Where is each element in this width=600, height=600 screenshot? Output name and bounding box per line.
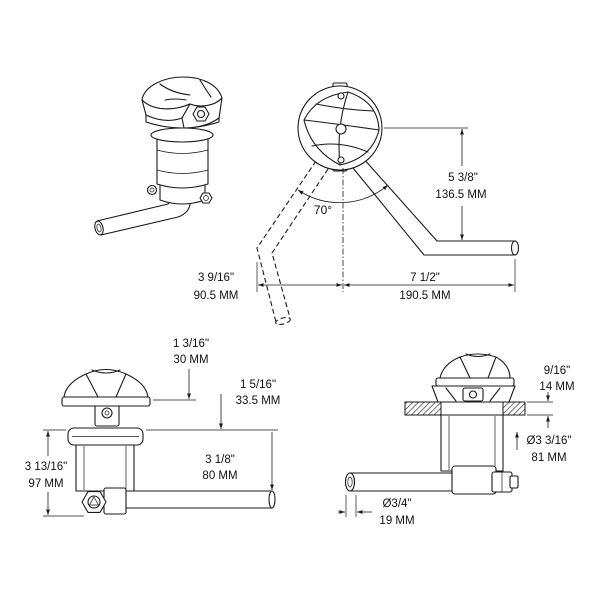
overall-dim-metric: 97 MM <box>28 478 63 490</box>
pipe-diameter-imperial: Ø3/4" <box>382 498 411 510</box>
outlet-dim-metric: 80 MM <box>202 470 237 482</box>
side-view: 1 3/16" 30 MM 1 5/16" 33.5 MM 3 1/8" 80 … <box>25 338 281 517</box>
top-view: 70° 5 3/8" 136.5 MM 3 9/16" 90.5 MM 7 1/… <box>194 82 520 326</box>
side-cap-flange <box>61 396 151 407</box>
iso-left-nut <box>146 184 158 196</box>
installed-view: 9/16" 14 MM Ø3 3/16" 81 MM Ø3/4" 19 MM <box>338 353 575 527</box>
cap-dim-metric: 30 MM <box>173 354 208 366</box>
top-right-pipe <box>352 157 520 256</box>
body-diameter-imperial: Ø3 3/16" <box>526 435 571 447</box>
installed-outlet-pipe <box>344 472 469 492</box>
iso-cap-top <box>141 76 223 110</box>
vertical-dim-imperial: 5 3/8" <box>448 172 478 184</box>
right-reach-metric: 190.5 MM <box>399 290 450 302</box>
collar-dim-metric: 33.5 MM <box>236 395 281 407</box>
side-cap-dome <box>63 368 149 398</box>
body-diameter-metric: 81 MM <box>531 452 566 464</box>
iso-cap-screw <box>196 109 206 119</box>
top-left-pipe-alternate <box>256 160 329 326</box>
angle-arc <box>297 184 389 203</box>
collar-dim-imperial: 1 5/16" <box>240 379 276 391</box>
right-reach-imperial: 7 1/2" <box>410 272 440 284</box>
left-reach-imperial: 3 9/16" <box>198 272 234 284</box>
side-outlet-pipe <box>109 490 276 509</box>
countertop-left <box>404 401 442 416</box>
pipe-diameter-metric: 19 MM <box>379 515 414 527</box>
iso-collar <box>150 127 214 143</box>
installed-cap-ring <box>435 377 515 387</box>
side-stem-screw <box>101 407 113 419</box>
vertical-dim-metric: 136.5 MM <box>435 189 486 201</box>
overall-dim-imperial: 3 13/16" <box>25 461 67 473</box>
installed-lower-hub <box>451 465 497 495</box>
installed-cap <box>439 353 511 379</box>
deck-dim-metric: 14 MM <box>539 381 574 393</box>
outlet-dim-imperial: 3 1/8" <box>205 454 235 466</box>
isometric-view <box>94 76 223 236</box>
side-lower-body <box>75 444 135 492</box>
countertop-right <box>502 401 526 416</box>
iso-right-nut <box>199 192 213 204</box>
installed-lower-body <box>440 414 504 472</box>
deck-dim-imperial: 9/16" <box>544 365 570 377</box>
side-outlet-block <box>103 487 127 515</box>
iso-body-cylinder <box>156 135 209 189</box>
left-reach-metric: 90.5 MM <box>194 290 239 302</box>
cap-dim-imperial: 1 3/16" <box>173 338 209 350</box>
angle-label: 70° <box>314 203 332 217</box>
